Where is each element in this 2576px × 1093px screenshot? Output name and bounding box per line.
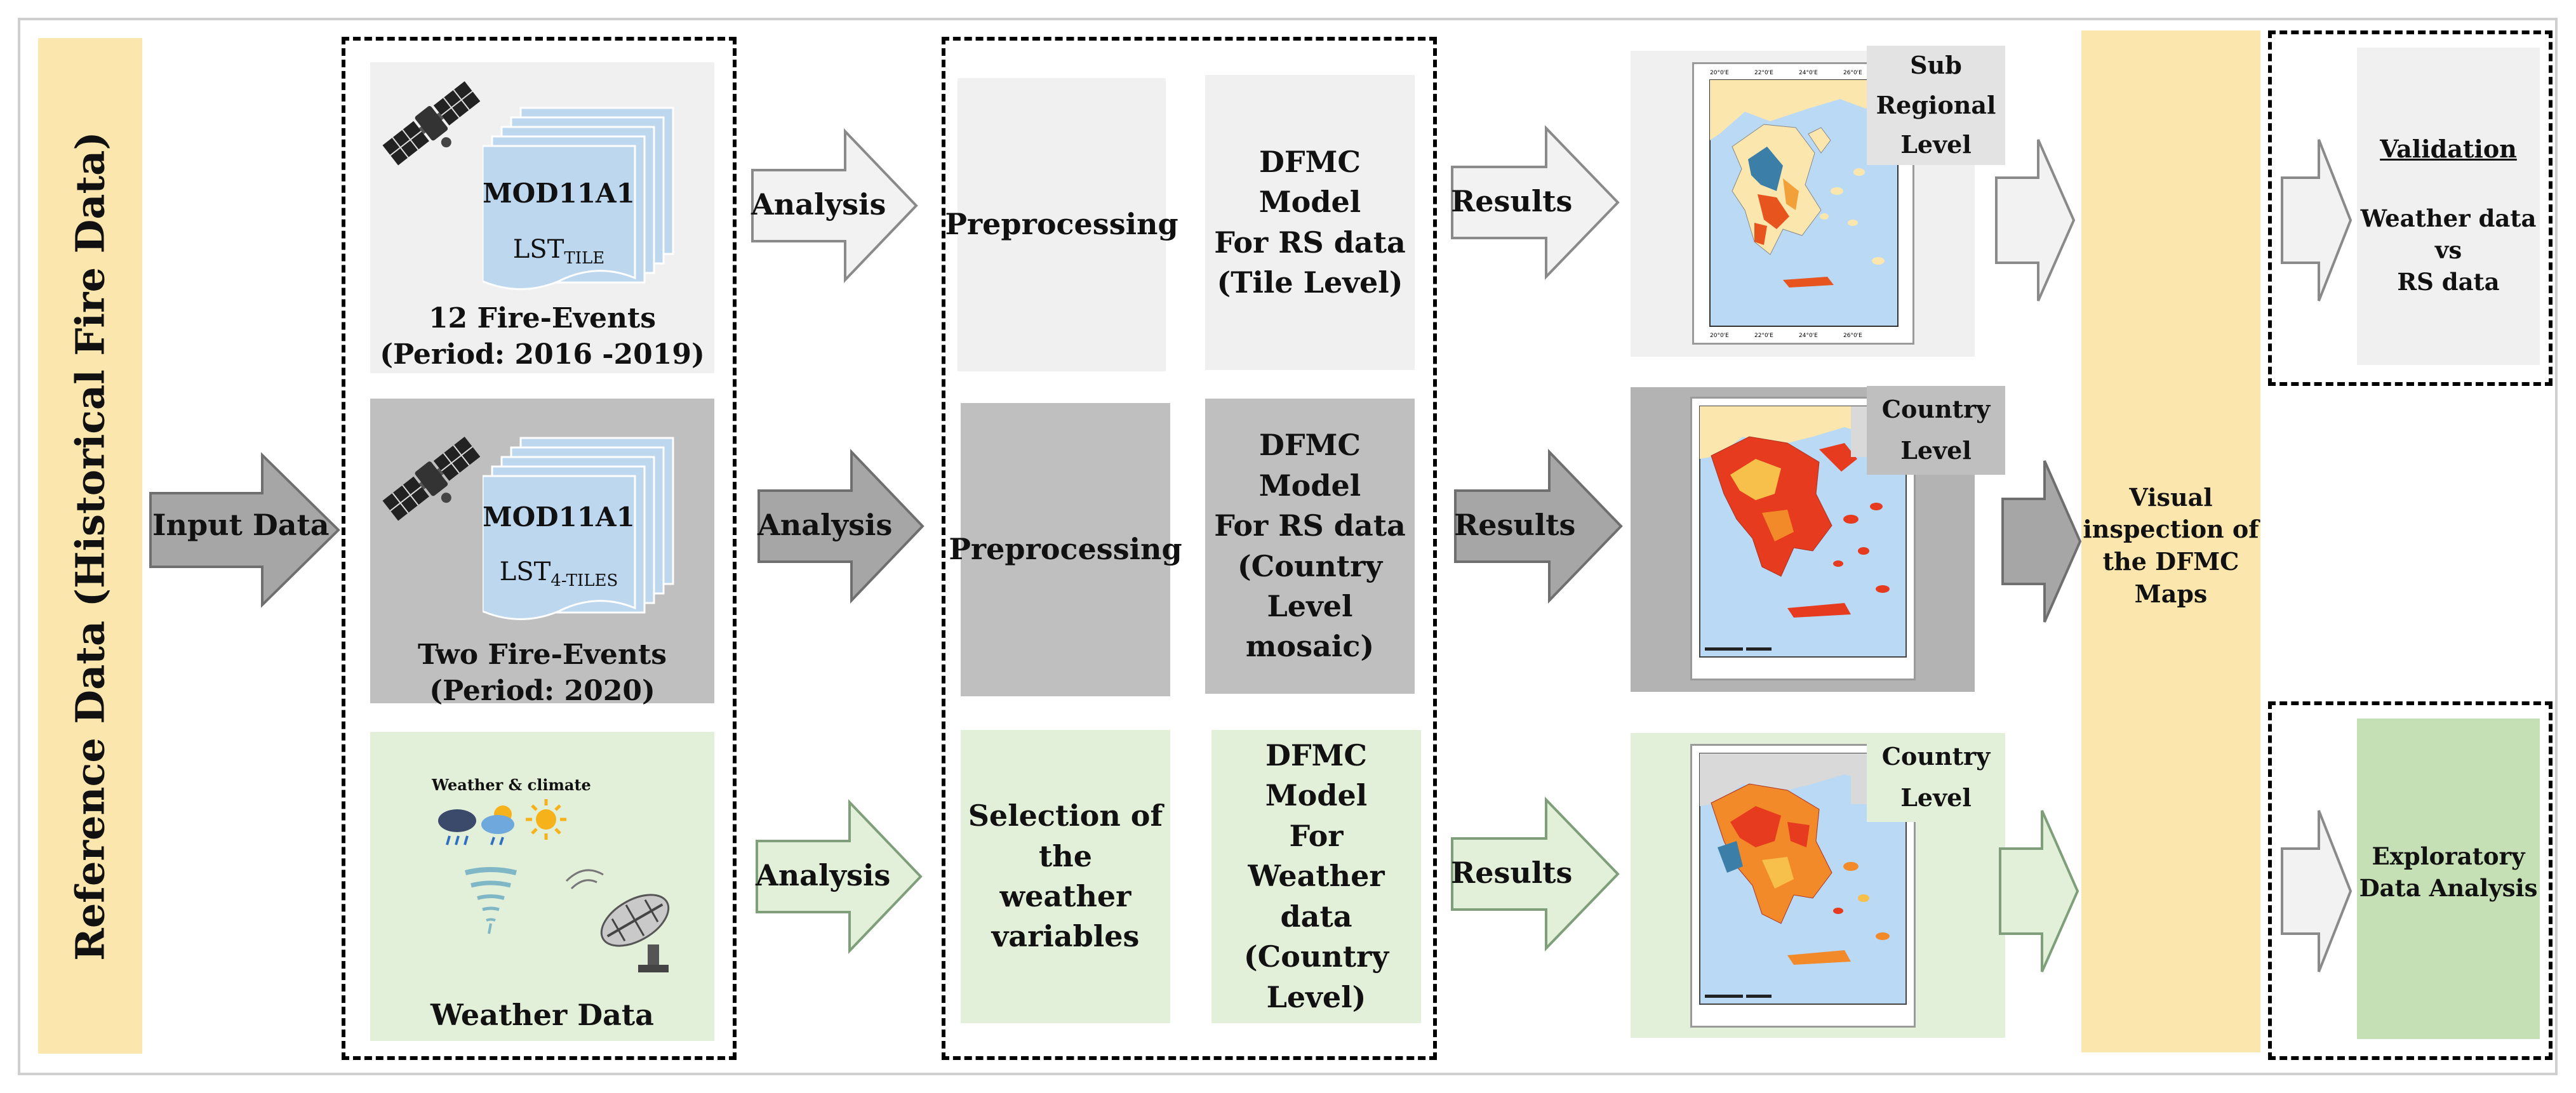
analysis-arrow xyxy=(751,128,918,283)
document-stack-icon xyxy=(483,107,674,290)
map-tick-label: 22°0'E xyxy=(1754,333,1773,339)
weather-icons xyxy=(438,799,566,845)
source-caption: Two Fire-Events (Period: 2020) xyxy=(417,638,667,707)
analysis-arrow xyxy=(756,799,923,954)
flow-arrow xyxy=(2281,139,2352,301)
dfmc-model-country-box: DFMC Model For RS data (Country Level mo… xyxy=(1205,399,1415,694)
results-arrow xyxy=(1451,797,1620,951)
map-tick-label: 24°0'E xyxy=(1799,70,1818,76)
dfmc-model-tile-box: DFMC Model For RS data (Tile Level) xyxy=(1205,75,1415,370)
analysis-label: Analysis xyxy=(751,187,886,222)
dfmc-map-country-weather xyxy=(1690,744,1916,1028)
validation-panel xyxy=(2357,48,2540,365)
lst-label: LSTTILE xyxy=(512,235,605,268)
product-label: MOD11A1 xyxy=(483,178,635,209)
tornado-icon xyxy=(465,867,517,934)
data-sources-group xyxy=(342,37,737,1060)
source-caption: Weather Data xyxy=(430,998,654,1032)
level-label-sub-regional: Sub Regional Level xyxy=(1867,46,2005,165)
visual-inspection-label: Visual inspection of the DFMC Maps xyxy=(2083,482,2259,608)
results-arrow xyxy=(1454,449,1623,604)
level-label-country-rs: Country Level xyxy=(1867,386,2005,475)
document-stack-icon xyxy=(483,437,674,620)
reference-data-label: Reference Data (Historical Fire Data) xyxy=(67,131,114,961)
map-tick-label: 20°0'E xyxy=(1710,333,1729,339)
map-tick-label: 26°0'E xyxy=(1843,333,1862,339)
dfmc-map-country-rs xyxy=(1690,397,1916,680)
map-tick-label: 22°0'E xyxy=(1754,70,1773,76)
analysis-arrow xyxy=(757,449,924,604)
results-label: Results xyxy=(1451,184,1573,218)
source-panel-weather xyxy=(370,732,714,1041)
outer-frame xyxy=(18,18,2558,1075)
weather-icon-label: Weather & climate xyxy=(432,776,591,794)
analysis-label: Analysis xyxy=(757,508,893,542)
input-data-arrow xyxy=(149,452,340,608)
weather-radar-icon xyxy=(565,869,670,972)
visual-inspection-bar xyxy=(2081,30,2260,1052)
level-label-country-weather: Country Level xyxy=(1867,733,2005,822)
flow-arrow xyxy=(2281,810,2352,972)
selection-weather-variables-box: Selection of the weather variables xyxy=(961,730,1170,1023)
validation-title: Validation xyxy=(2380,135,2517,163)
results-arrow xyxy=(1451,125,1620,280)
sun-icon xyxy=(526,799,566,840)
flow-arrow xyxy=(2001,460,2082,623)
dfmc-model-weather-box: DFMC Model For Weather data (Country Lev… xyxy=(1211,730,1421,1023)
processing-group xyxy=(942,37,1437,1060)
satellite-icon xyxy=(382,81,481,166)
rain-cloud-icon xyxy=(438,809,476,845)
product-label: MOD11A1 xyxy=(483,501,635,533)
preprocessing-box: Preprocessing xyxy=(945,78,1178,371)
map-tick-label: 24°0'E xyxy=(1799,333,1818,339)
sun-cloud-icon xyxy=(481,805,514,845)
flow-arrow xyxy=(1995,139,2076,301)
reference-data-bar xyxy=(38,38,142,1054)
results-label: Results xyxy=(1451,856,1573,890)
satellite-icon xyxy=(382,436,481,521)
flow-arrow xyxy=(1999,810,2079,972)
exploratory-panel xyxy=(2357,719,2540,1039)
validation-text: Weather data vs RS data xyxy=(2360,204,2537,296)
input-data-label: Input Data xyxy=(152,508,330,542)
exploratory-group xyxy=(2268,701,2553,1060)
map-tick-label: 20°0'E xyxy=(1710,70,1729,76)
preprocessing-box: Preprocessing xyxy=(949,403,1182,696)
results-label: Results xyxy=(1454,508,1576,542)
map-tick-label: 26°0'E xyxy=(1843,70,1862,76)
lst-label: LST4-TILES xyxy=(499,557,618,590)
exploratory-text: Exploratory Data Analysis xyxy=(2359,842,2538,902)
validation-group xyxy=(2268,30,2553,386)
source-caption: 12 Fire-Events (Period: 2016 -2019) xyxy=(380,301,705,371)
analysis-label: Analysis xyxy=(756,858,891,892)
